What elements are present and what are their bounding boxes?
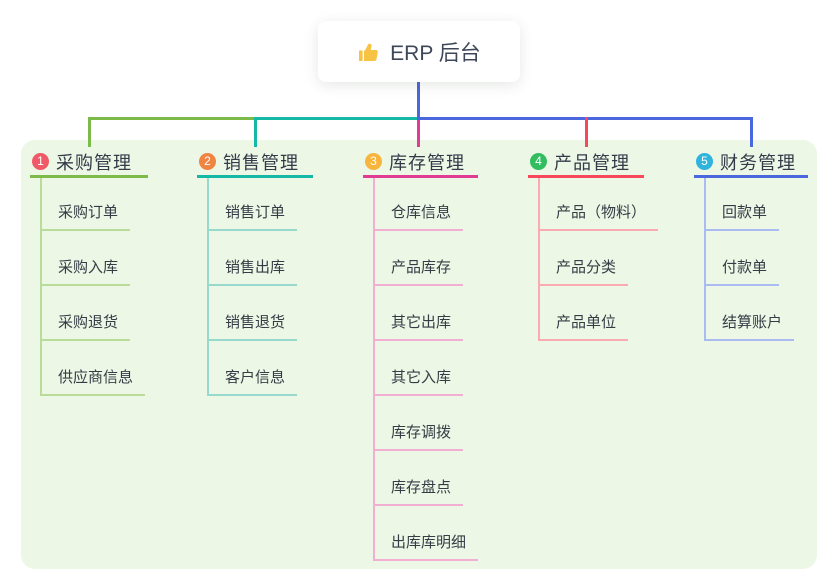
connector-drop [253, 117, 257, 147]
child-connector-line [704, 178, 706, 341]
connector-segment-branch2 [255, 117, 417, 120]
child-connector-line [40, 178, 42, 396]
thumbs-up-icon [359, 43, 379, 61]
child-node[interactable]: 产品分类 [538, 257, 629, 286]
connector-drop [584, 117, 588, 147]
child-node[interactable]: 销售出库 [207, 257, 298, 286]
child-label: 其它出库 [391, 314, 452, 331]
child-label: 产品库存 [391, 259, 452, 276]
branch-node[interactable]: 3 库存管理 [363, 148, 478, 178]
child-label: 销售出库 [225, 259, 286, 276]
child-node[interactable]: 结算账户 [704, 312, 795, 341]
child-label: 结算账户 [722, 314, 783, 331]
child-label: 库存调拨 [391, 424, 452, 441]
mindmap-canvas [21, 140, 817, 569]
child-node[interactable]: 其它出库 [373, 312, 464, 341]
connector-drop [749, 117, 753, 147]
child-label: 采购退货 [58, 314, 119, 331]
branch-label: 采购管理 [56, 152, 132, 173]
child-node[interactable]: 产品库存 [373, 257, 464, 286]
child-node[interactable]: 出库库明细 [373, 532, 479, 561]
branch-label: 产品管理 [554, 152, 630, 173]
branch-number-badge: 4 [530, 153, 547, 170]
child-label: 产品（物料） [556, 204, 647, 221]
branch-node[interactable]: 4 产品管理 [528, 148, 644, 178]
child-label: 产品分类 [556, 259, 617, 276]
child-label: 仓库信息 [391, 204, 452, 221]
child-label: 客户信息 [225, 369, 286, 386]
child-label: 销售订单 [225, 204, 286, 221]
child-node[interactable]: 采购入库 [40, 257, 131, 286]
child-node[interactable]: 产品单位 [538, 312, 629, 341]
child-node[interactable]: 客户信息 [207, 367, 298, 396]
branch-number-badge: 1 [32, 153, 49, 170]
branch-number-badge: 2 [199, 153, 216, 170]
child-connector-line [538, 178, 540, 341]
child-label: 产品单位 [556, 314, 617, 331]
branch-label: 财务管理 [720, 152, 796, 173]
child-node[interactable]: 产品（物料） [538, 202, 659, 231]
child-label: 采购订单 [58, 204, 119, 221]
child-node[interactable]: 供应商信息 [40, 367, 146, 396]
child-node[interactable]: 付款单 [704, 257, 780, 286]
child-node[interactable]: 销售订单 [207, 202, 298, 231]
branch-node[interactable]: 5 财务管理 [694, 148, 808, 178]
root-node[interactable]: ERP 后台 [318, 21, 520, 82]
child-label: 销售退货 [225, 314, 286, 331]
child-label: 付款单 [722, 259, 768, 276]
branch-number-badge: 5 [696, 153, 713, 170]
child-label: 库存盘点 [391, 479, 452, 496]
child-node[interactable]: 库存调拨 [373, 422, 464, 451]
branch-node[interactable]: 1 采购管理 [30, 148, 148, 178]
child-node[interactable]: 回款单 [704, 202, 780, 231]
child-label: 其它入库 [391, 369, 452, 386]
child-node[interactable]: 仓库信息 [373, 202, 464, 231]
child-label: 回款单 [722, 204, 768, 221]
child-node[interactable]: 其它入库 [373, 367, 464, 396]
child-label: 采购入库 [58, 259, 119, 276]
child-label: 供应商信息 [58, 369, 134, 386]
child-node[interactable]: 销售退货 [207, 312, 298, 341]
child-node[interactable]: 采购订单 [40, 202, 131, 231]
child-connector-line [373, 178, 375, 561]
root-title: ERP 后台 [390, 41, 481, 65]
child-node[interactable]: 采购退货 [40, 312, 131, 341]
branch-label: 库存管理 [389, 152, 465, 173]
connector-segment-branch1 [87, 117, 255, 120]
child-connector-line [207, 178, 209, 396]
branch-node[interactable]: 2 销售管理 [197, 148, 313, 178]
child-node[interactable]: 库存盘点 [373, 477, 464, 506]
connector-drop [417, 120, 420, 147]
branch-number-badge: 3 [365, 153, 382, 170]
branch-label: 销售管理 [223, 152, 299, 173]
connector-root-line [417, 82, 420, 120]
connector-drop [87, 117, 91, 147]
child-label: 出库库明细 [391, 534, 467, 551]
